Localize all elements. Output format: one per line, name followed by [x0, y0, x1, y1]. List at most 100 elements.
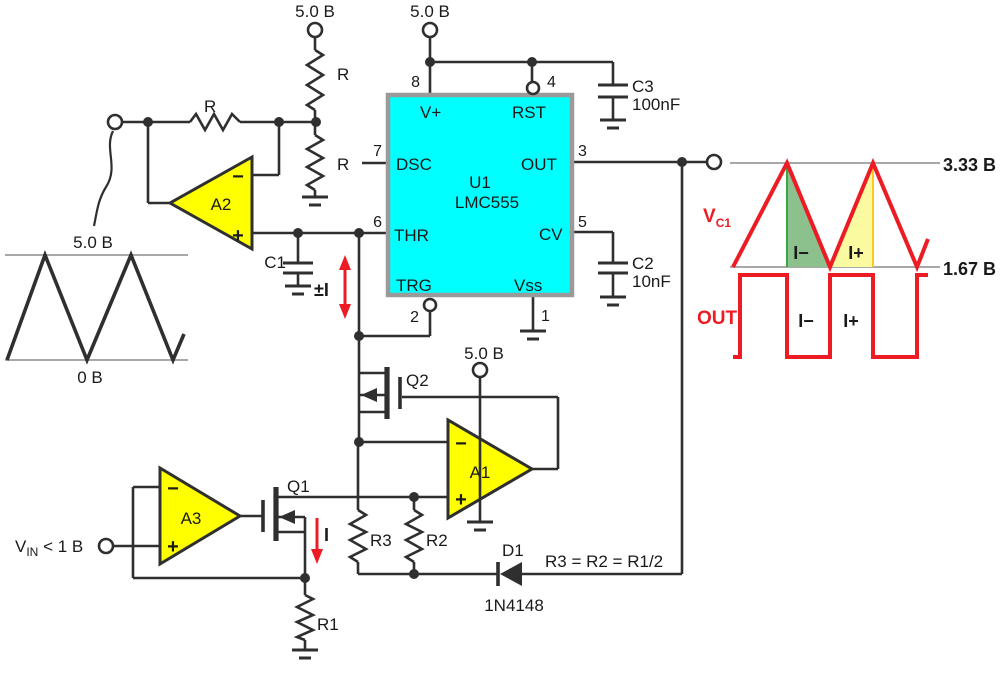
resistor-label: R1: [317, 615, 339, 634]
junction-dot: [311, 117, 321, 127]
resistor-r2: R2: [403, 508, 448, 564]
resistor-zigzag: [188, 111, 241, 133]
vin-sub: IN: [26, 545, 38, 559]
pin-label-dsc: DSC: [396, 155, 432, 174]
arrow-head-down: [311, 549, 323, 564]
diode-triangle: [500, 562, 522, 586]
resistor-r-feedback: R: [188, 97, 241, 133]
ic-body: [385, 92, 575, 298]
opamp-plus: +: [455, 489, 467, 511]
pin-number-8: 8: [411, 74, 420, 91]
pin-number-7: 7: [373, 143, 382, 160]
resistor-zigzag: [304, 133, 326, 192]
junction-dot: [354, 228, 364, 238]
out-wave: [733, 273, 928, 359]
vin-label: VIN < 1 В: [15, 537, 83, 559]
junction-dot: [527, 57, 537, 67]
junction-dot: [409, 492, 419, 502]
mosfet-q2: Q2: [359, 367, 429, 419]
supply-label: 5.0 В: [295, 2, 335, 21]
ground-symbol: [520, 329, 546, 341]
pin-number-4: 4: [547, 74, 556, 91]
cap-value: 10nF: [632, 272, 671, 291]
resistor-r3: R3: [347, 508, 392, 564]
pin-number-6: 6: [373, 214, 382, 231]
opamp-a3: − + A3: [158, 465, 243, 567]
junction-dots: [143, 57, 687, 583]
opamp-a1: − + A1: [446, 417, 535, 521]
vin-terminal: [97, 537, 115, 555]
resistor-label: R3: [370, 531, 392, 550]
cap-value: 100nF: [632, 95, 680, 114]
resistor-zigzag: [293, 593, 317, 642]
supply-terminal: [306, 21, 324, 39]
junction-dot: [143, 117, 153, 127]
opamp-plus: +: [167, 536, 179, 558]
squiggle-pointer: [92, 130, 115, 227]
waveform-out: OUT I− I+: [697, 273, 928, 359]
waveform-vc1: VC1 3.33 В 1.67 В I− I+: [703, 155, 996, 279]
vc1-sub: C1: [716, 216, 732, 230]
wave-bottom-label: 0 В: [77, 368, 103, 387]
ground-symbol: [600, 118, 626, 130]
pm-i-label: ±I: [314, 280, 329, 300]
resistor-r-top: R: [304, 48, 349, 112]
i-label: I: [324, 525, 329, 545]
pin-label-cv: CV: [539, 225, 563, 244]
mosfet-arrow: [279, 510, 295, 524]
resistor-zigzag: [304, 48, 326, 112]
vin-v: V: [15, 537, 27, 556]
resistor-label: R2: [426, 531, 448, 550]
vc1-wave: [731, 157, 930, 273]
junction-dot: [300, 573, 310, 583]
transistor-label: Q1: [287, 477, 310, 496]
resistor-label: R: [337, 155, 349, 174]
diode-d1: D1 1N4148: [484, 541, 544, 615]
junction-dot: [677, 157, 687, 167]
pin-label-vplus: V+: [420, 103, 441, 122]
resistor-r-mid: R: [304, 133, 349, 192]
capacitor-c1: C1: [264, 253, 313, 275]
junction-dot: [409, 569, 419, 579]
i-plus-label: I+: [848, 243, 864, 263]
out-label: OUT: [697, 308, 738, 329]
opamp-plus: +: [232, 225, 244, 247]
supply-label: 5.0 В: [464, 344, 504, 363]
pin-number-2: 2: [410, 309, 419, 326]
vc1-v: V: [703, 206, 716, 227]
out-i-minus-label: I−: [798, 311, 814, 331]
resistor-label: R: [337, 65, 349, 84]
pin-number-1: 1: [541, 308, 550, 325]
cap-label: C2: [632, 254, 654, 273]
pin-label-thr: THR: [394, 226, 429, 245]
vc1-label: VC1: [703, 206, 731, 230]
opamp-label: A3: [181, 509, 202, 528]
supply-label: 5.0 В: [410, 2, 450, 21]
opamp-minus: −: [167, 478, 179, 500]
waveform-triangle-left: 5.0 В 0 В: [5, 233, 188, 387]
opamp-a2: − + A2: [166, 154, 254, 252]
opamp-body: [158, 465, 243, 567]
pin-label-out: OUT: [521, 155, 557, 174]
triangle-wave: [5, 249, 186, 365]
ic-ref: U1: [469, 173, 491, 192]
level-label-top: 3.33 В: [943, 155, 996, 175]
ground-symbol: [302, 195, 328, 207]
pin-number-3: 3: [578, 143, 587, 160]
junction-dot: [293, 228, 303, 238]
ground-symbol: [292, 648, 318, 660]
resistor-zigzag: [347, 508, 369, 564]
trg-pin-circle: [422, 297, 438, 313]
wiring: [113, 37, 707, 650]
out-i-plus-label: I+: [843, 311, 859, 331]
pin-label-vss: Vss: [514, 276, 542, 295]
ic-u1: V+ RST DSC OUT U1 LMC555 THR CV TRG Vss …: [373, 74, 587, 326]
junction-dot: [425, 57, 435, 67]
resistor-r1: R1: [293, 593, 339, 642]
terminals: [97, 21, 723, 555]
vin-rest: < 1 В: [38, 537, 83, 556]
cap-label: C3: [632, 77, 654, 96]
transistor-label: Q2: [406, 371, 429, 390]
